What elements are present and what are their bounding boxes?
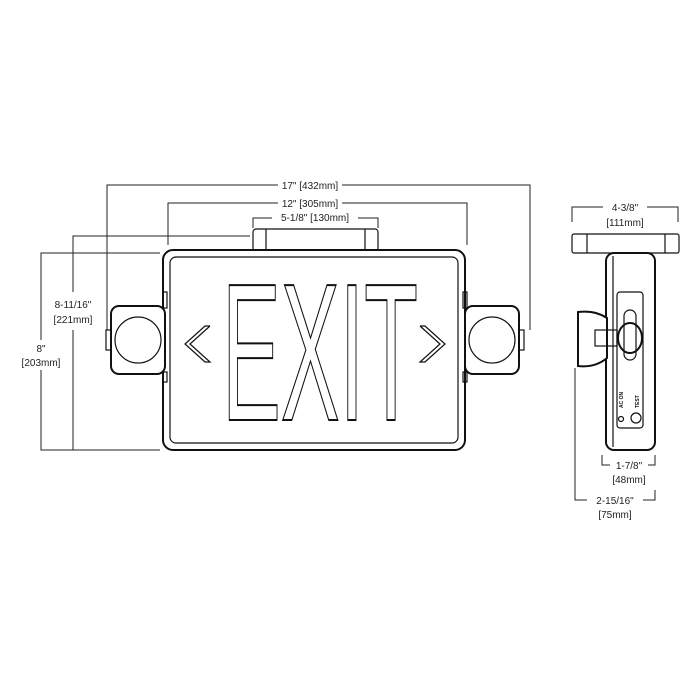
side-panel [616, 291, 644, 429]
dimension-canopy-width: 5-1/8" [130mm] [252, 213, 379, 228]
test-label: TEST [635, 395, 641, 408]
ac-on-label: AC ON [619, 392, 625, 409]
overall-depth-in-label: 2-15/16" [596, 496, 634, 507]
housing-depth-mm-label: [48mm] [612, 475, 646, 486]
dimension-overall-depth: 2-15/16" [75mm] [574, 368, 656, 521]
overall-height-in-label: 8-11/16" [55, 300, 92, 311]
dimension-overall-width: 17" [432mm] [106, 181, 531, 330]
housing-height-in-label: 8" [36, 344, 46, 355]
exit-lettering: EXIT [222, 243, 418, 462]
canopy-width-label: 5-1/8" [130mm] [281, 213, 349, 224]
canopy-depth-mm-label: [111mm] [606, 218, 644, 229]
lamp-pivot [617, 322, 643, 354]
front-view: EXIT [105, 228, 525, 463]
overall-depth-mm-label: [75mm] [598, 510, 632, 521]
overall-width-label: 17" [432mm] [282, 181, 339, 192]
housing-width-label: 12" [305mm] [282, 199, 339, 210]
chevron-right-icon [418, 325, 446, 363]
overall-height-mm-label: [221mm] [54, 315, 93, 326]
housing-depth-in-label: 1-7/8" [616, 461, 643, 472]
side-canopy [571, 233, 680, 254]
dimension-canopy-depth: 4-3/8" [111mm] [571, 203, 679, 229]
housing-height-mm-label: [203mm] [22, 358, 61, 369]
test-button[interactable] [630, 412, 642, 424]
lamp-head-right [462, 291, 525, 383]
dimension-housing-height: 8" [203mm] [22, 252, 160, 451]
side-lamp-head [577, 310, 608, 368]
dimension-housing-width: 12" [305mm] [167, 199, 468, 245]
dimension-housing-depth: 1-7/8" [48mm] [601, 455, 656, 486]
canopy-depth-in-label: 4-3/8" [612, 203, 639, 214]
chevron-left-icon [184, 325, 212, 363]
ac-on-indicator [617, 415, 625, 423]
lamp-head-left [105, 291, 168, 383]
sign-face [169, 256, 459, 444]
side-view: AC ON TEST [571, 233, 680, 451]
